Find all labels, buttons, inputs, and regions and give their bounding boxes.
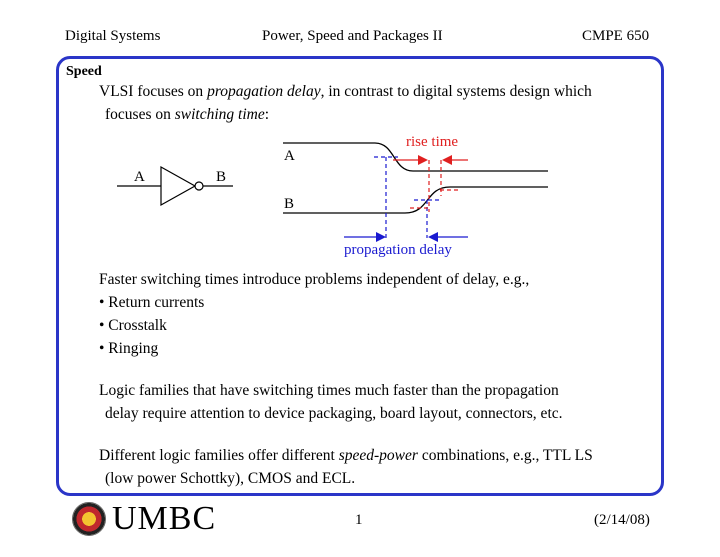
slide-content-frame [56, 56, 664, 496]
para1-emphasis-switching-time: switching time [174, 106, 265, 123]
umbc-logo: UMBC [72, 502, 216, 536]
para4-line2: (low power Schottky), CMOS and ECL. [105, 470, 356, 487]
umbc-seal-icon [72, 502, 106, 536]
page-number: 1 [355, 512, 363, 528]
para1-text-cont: focuses on [105, 106, 175, 123]
paragraph-vlsi-focus: VLSI focuses on propagation delay, in co… [99, 80, 659, 126]
para1-text-middle: , in contrast to digital systems design … [320, 83, 592, 100]
para4-text-after: combinations, e.g., TTL LS [417, 447, 593, 464]
bullets-intro: Faster switching times introduce problem… [99, 271, 530, 288]
footer-date: (2/14/08) [594, 512, 650, 528]
para1-emphasis-propagation-delay: propagation delay [207, 83, 321, 100]
para1-text-after: : [264, 106, 270, 123]
header-course-code: CMPE 650 [582, 28, 650, 44]
list-item-ringing: • Ringing [99, 340, 159, 357]
para4-emphasis-speed-power: speed-power [338, 447, 418, 464]
para3-line2: delay require attention to device packag… [105, 405, 563, 422]
paragraph-logic-families-packaging: Logic families that have switching times… [99, 379, 659, 425]
umbc-logo-text: UMBC [112, 500, 217, 537]
paragraph-speed-power: Different logic families offer different… [99, 444, 659, 490]
section-title: Speed [66, 64, 102, 79]
header-lecture-title: Power, Speed and Packages II [262, 28, 443, 44]
list-item-return-currents: • Return currents [99, 294, 205, 311]
para3-line1: Logic families that have switching times… [99, 382, 559, 399]
list-item-crosstalk: • Crosstalk [99, 317, 167, 334]
para4-text-before: Different logic families offer different [99, 447, 339, 464]
header-course-title: Digital Systems [65, 28, 161, 44]
para1-text-before: VLSI focuses on [99, 83, 208, 100]
